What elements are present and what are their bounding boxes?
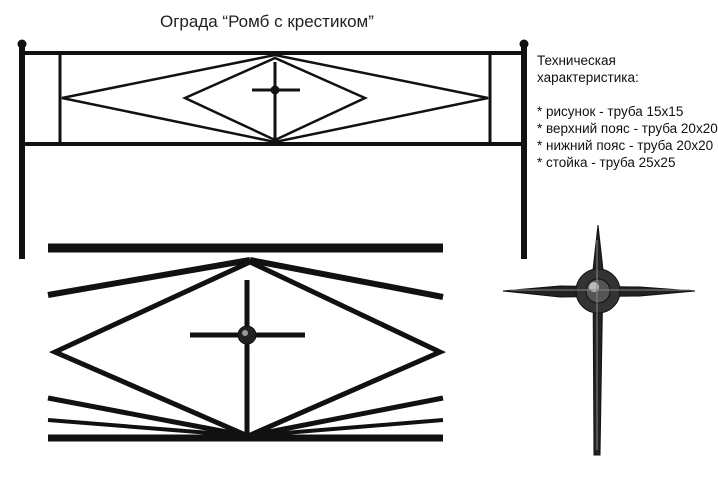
spec-item: * нижний пояс - труба 20х20 bbox=[537, 138, 714, 153]
cross-ornament-photo bbox=[502, 224, 696, 456]
fence-drawing bbox=[17, 39, 529, 259]
technical-specs: Техническая характеристика: * рисунок - … bbox=[537, 52, 718, 171]
fence-detail-photo bbox=[47, 243, 447, 442]
spec-item: * стойка - труба 25х25 bbox=[537, 155, 676, 170]
specs-heading: Техническая характеристика: bbox=[537, 53, 639, 85]
spec-item: * верхний пояс - труба 20х20 bbox=[537, 121, 718, 136]
page-title: Ограда “Ромб с крестиком” bbox=[160, 12, 374, 31]
spec-item: * рисунок - труба 15х15 bbox=[537, 104, 684, 119]
